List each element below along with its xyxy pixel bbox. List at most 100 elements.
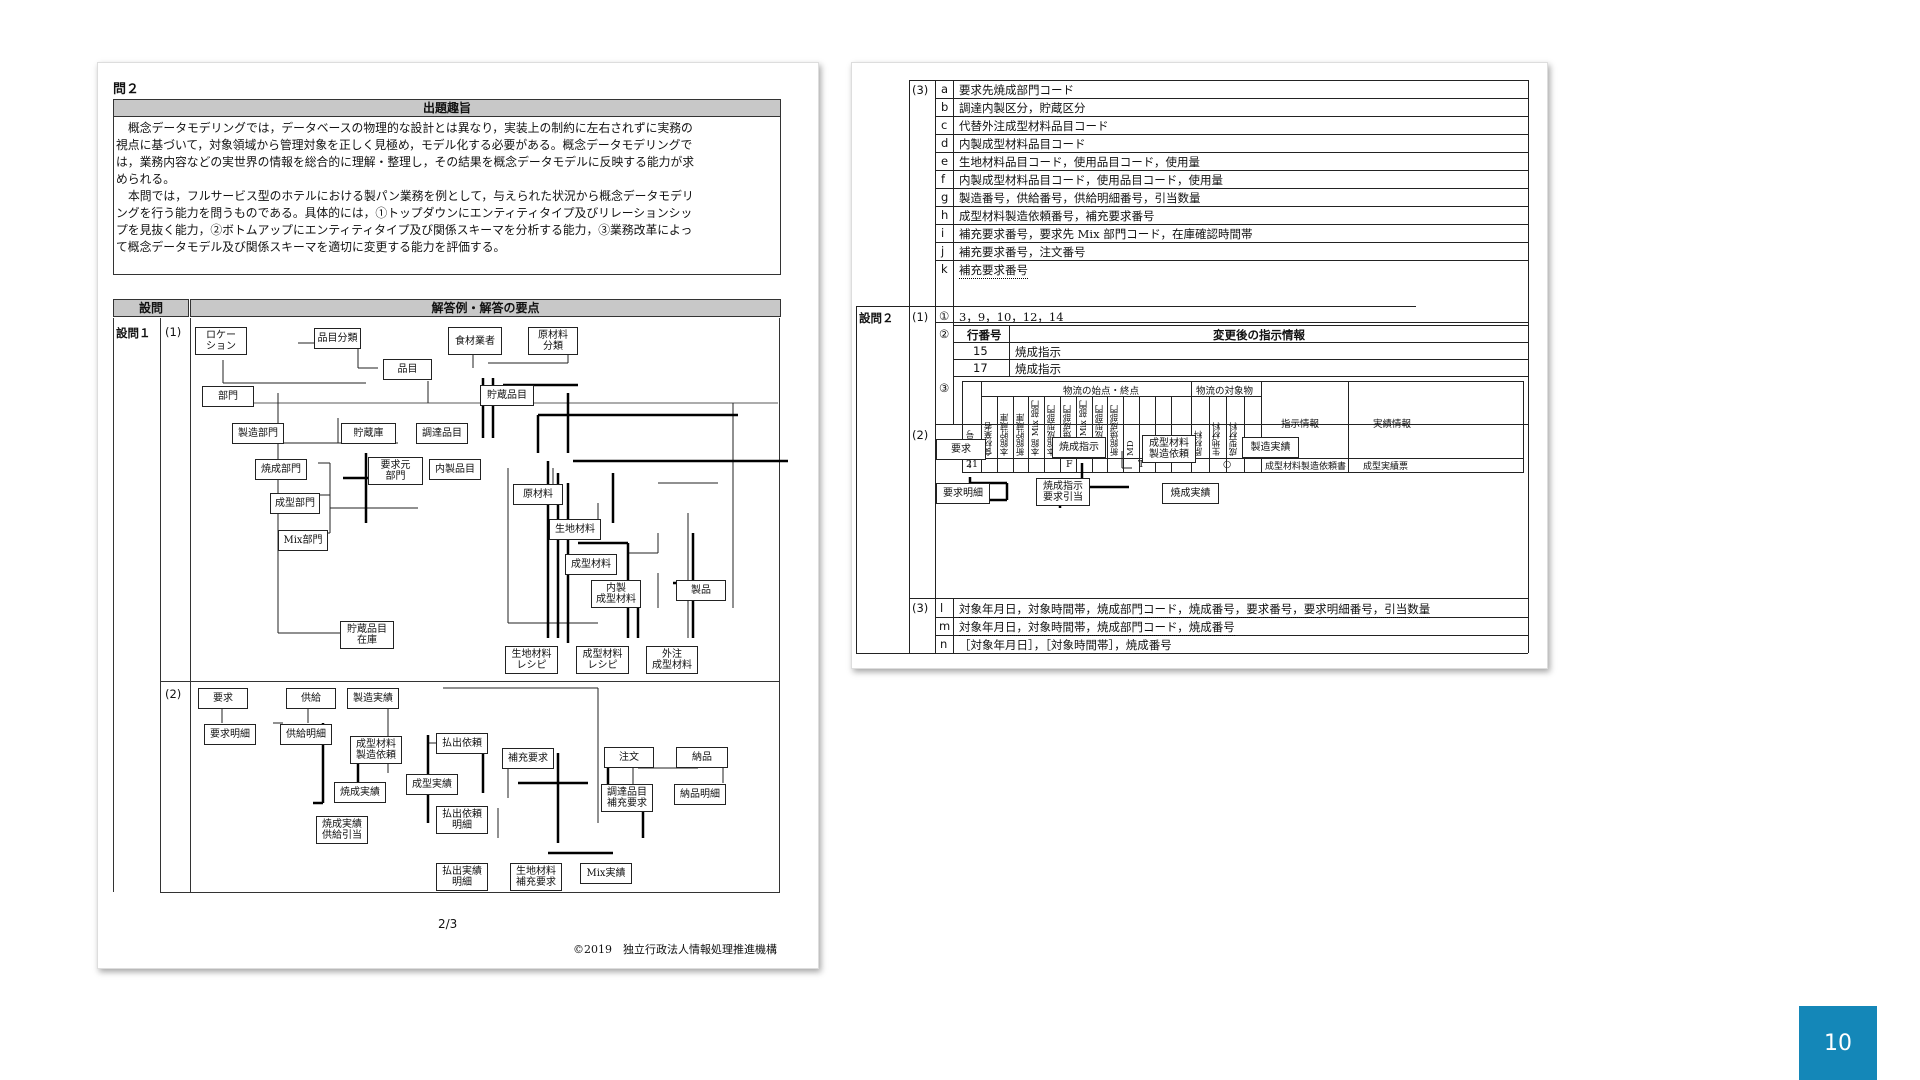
table-border [113, 318, 114, 892]
c2-key: ② [939, 327, 950, 341]
table-border [856, 306, 857, 653]
entity-mix-dept: Mix部門 [278, 530, 328, 551]
sub1-label: (1) [165, 325, 182, 339]
entity-request: 要求 [198, 688, 248, 709]
row-border [935, 242, 1528, 243]
row-border [935, 134, 1528, 135]
purpose-line: て概念データモデル及び関係スキーマを適切に変更する能力を評価する。 [116, 240, 506, 254]
table-border [935, 80, 936, 653]
d2-formed-mfg-req: 成型材料製造依頼 [1142, 435, 1196, 463]
entity-formed-recipe: 成型材料レシピ [576, 646, 629, 674]
entity-raw-material: 原材料 [513, 484, 563, 505]
c2-row-info: 焼成指示 [1015, 362, 1061, 376]
table-border [190, 318, 191, 892]
row-text: 補充要求番号，注文番号 [959, 245, 1086, 261]
c3-row-mark: ○ [1223, 459, 1232, 470]
entity-payout-request-detail: 払出依頼明細 [436, 806, 488, 834]
q2-divider [856, 306, 1416, 307]
entity-bake-result: 焼成実績 [334, 782, 386, 803]
c2-table: 行番号 変更後の指示情報 15 焼成指示 17 焼成指示 [953, 325, 1528, 378]
row-border [935, 98, 1528, 99]
c2-row-info: 焼成指示 [1015, 345, 1061, 359]
entity-product: 製品 [676, 580, 726, 601]
c3-row-f: F [1066, 459, 1073, 470]
table-border [909, 80, 910, 653]
c2-head-info: 変更後の指示情報 [1213, 328, 1305, 342]
row-text: 補充要求番号 [959, 263, 1028, 279]
row-key: h [941, 208, 949, 222]
row-text: ［対象年月日］，［対象時間帯］，焼成番号 [959, 638, 1172, 652]
row-border [935, 188, 1528, 189]
row-key: k [941, 262, 948, 276]
row-text: 内製成型材料品目コード，使用品目コード，使用量 [959, 173, 1224, 189]
entity-item-class: 品目分類 [314, 328, 361, 349]
purpose-line: は，業務内容などの実世界の情報を総合的に理解・整理し，その結果を概念データモデル… [116, 155, 695, 169]
entity-supply: 供給 [286, 688, 336, 709]
entity-location: ロケーション [195, 327, 247, 355]
entity-dough-recipe: 生地材料レシピ [505, 646, 558, 674]
entity-dough-replenish: 生地材料補充要求 [510, 863, 562, 891]
entity-dept: 部門 [202, 386, 254, 407]
d2-request: 要求 [936, 439, 986, 460]
entity-payout-request: 払出依頼 [436, 733, 488, 754]
c3-row-result: 成型実績票 [1363, 462, 1409, 472]
row-key: j [941, 244, 945, 258]
row-key: n [940, 637, 948, 651]
entity-supply-detail: 供給明細 [280, 724, 332, 745]
page-number: 2/3 [438, 917, 458, 931]
entity-mold-dept: 成型部門 [270, 493, 320, 514]
q2-2-label: (2) [912, 428, 929, 442]
row-key: l [940, 601, 944, 615]
table-border [160, 681, 780, 682]
row-key: b [941, 100, 949, 114]
entity-stock-item: 貯蔵品目 [480, 385, 534, 406]
purpose-line: 本問では，フルサービス型のホテルにおける製パン業務を例として，与えられた状況から… [128, 189, 694, 203]
table-border [160, 318, 161, 892]
answer-page-left: 問２ 出題趣旨 概念データモデリングでは，データベースの物理的な設計とは異なり，… [97, 62, 819, 969]
row-border [935, 206, 1528, 207]
q2-3-label: (3) [912, 601, 929, 615]
entity-order: 注文 [604, 747, 654, 768]
row-key: i [941, 226, 945, 240]
row-border [935, 224, 1528, 225]
row-text: 成型材料製造依頼番号，補充要求番号 [959, 209, 1155, 225]
entity-mold-result: 成型実績 [406, 774, 458, 795]
entity-mfg-result: 製造実績 [347, 688, 399, 709]
row-text: 要求先焼成部門コード [959, 83, 1074, 99]
entity-stock-inventory: 貯蔵品目在庫 [340, 621, 394, 649]
entity-bake-dept: 焼成部門 [255, 459, 307, 480]
entity-payout-result-detail: 払出実績明細 [436, 863, 488, 891]
entity-food-supplier: 食材業者 [448, 327, 502, 355]
q1-label: 設問１ [116, 326, 151, 340]
row-key: d [941, 136, 949, 150]
entity-mix-result: Mix実績 [580, 863, 632, 884]
sub2-label: (2) [165, 687, 182, 701]
entity-request-dept: 要求元部門 [368, 457, 423, 485]
entity-internal-item: 内製品目 [429, 459, 481, 480]
entity-procured-replenish: 調達品目補充要求 [601, 784, 653, 812]
row-key: f [941, 172, 946, 186]
answer-page-right: 設問２ (3) (1) ① 3，9，10，12，14 ② 行番号 変更後の指示情… [851, 62, 1548, 669]
row-text: 補充要求番号，要求先 Mix 部門コード，在庫確認時間帯 [959, 227, 1253, 243]
c3-row-no: 21 [966, 459, 979, 470]
purpose-box: 概念データモデリングでは，データベースの物理的な設計とは異なり，実装上の制約に左… [113, 116, 781, 275]
entity-mfg-dept: 製造部門 [232, 423, 284, 444]
d2-bake-result: 焼成実績 [1162, 483, 1219, 504]
row-text: 製造番号，供給番号，供給明細番号，引当数量 [959, 191, 1201, 207]
entity-replenish-request: 補充要求 [502, 748, 554, 769]
copyright: ©2019 独立行政法人情報処理推進機構 [573, 943, 777, 956]
row-key: g [941, 190, 949, 204]
c3-key: ③ [939, 381, 950, 395]
question-label: 問２ [113, 82, 140, 97]
table-border [1528, 80, 1529, 653]
c3-row-instr: 成型材料製造依頼書 [1265, 462, 1347, 472]
entity-raw-class: 原材料分類 [528, 327, 578, 355]
slide-number: 10 [1799, 1006, 1877, 1080]
row-text: 代替外注成型材料品目コード [959, 119, 1109, 135]
purpose-line: められる。 [116, 172, 175, 186]
entity-formed-mfg-request: 成型材料製造依頼 [350, 736, 402, 764]
entity-delivery: 納品 [676, 747, 728, 768]
table-border [779, 318, 780, 892]
d2-mfg-result: 製造実績 [1242, 437, 1299, 458]
row-text: 調達内製区分，貯蔵区分 [959, 101, 1086, 117]
